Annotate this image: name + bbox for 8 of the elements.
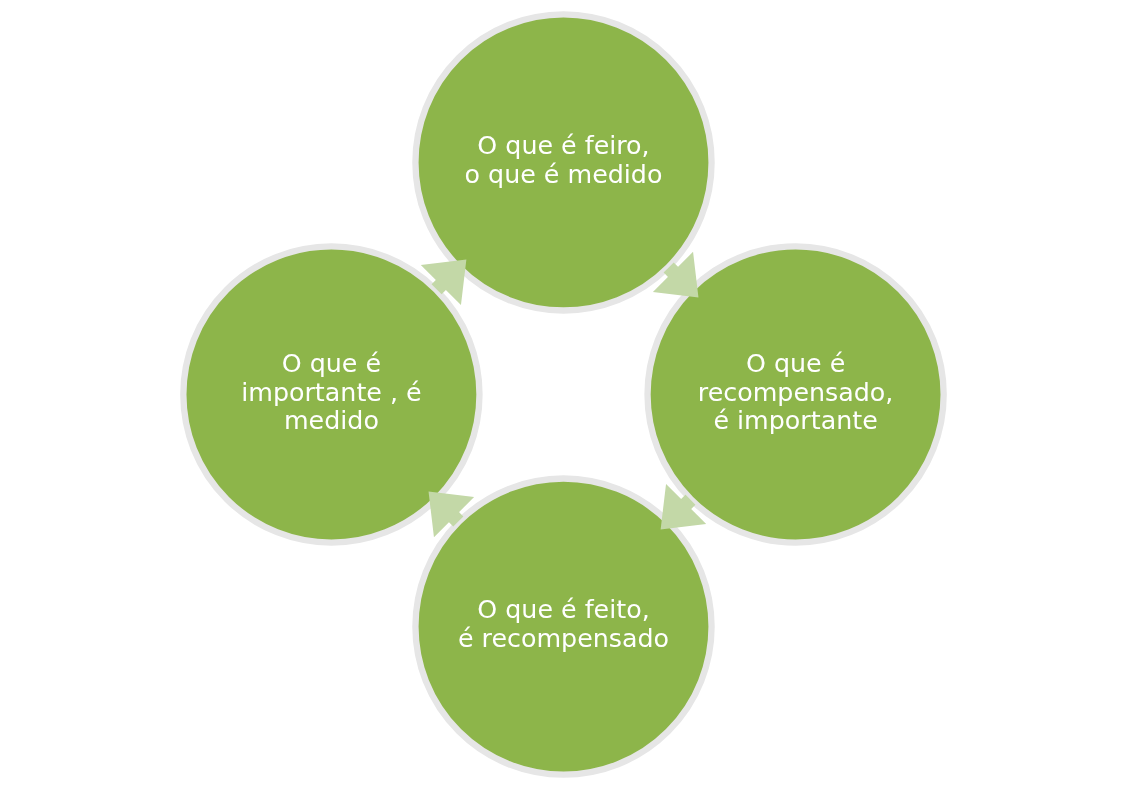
node-circle: O que é recompensado, é importante <box>643 243 947 546</box>
arrow <box>420 259 466 306</box>
node-circle: O que é feito, é recompensado <box>411 475 715 778</box>
node-circle: O que é feiro, o que é medido <box>411 11 715 314</box>
node-circle: O que é importante , é medido <box>179 243 483 546</box>
arrow <box>652 251 698 298</box>
arrow <box>660 483 706 530</box>
arrow <box>428 491 474 538</box>
